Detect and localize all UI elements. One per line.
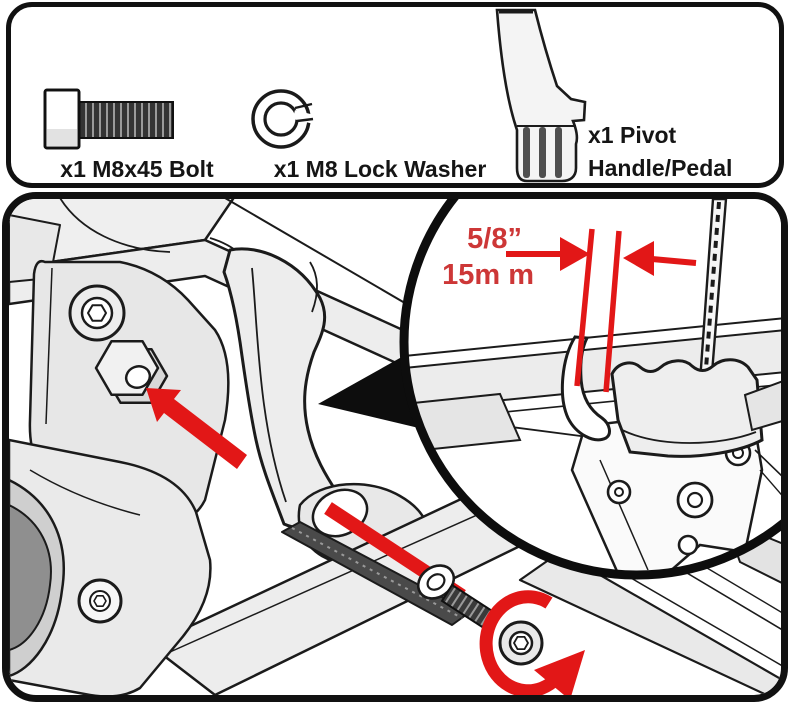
nut-direction-arrow (146, 388, 247, 469)
pivot-handle-installed (610, 358, 764, 458)
parts-list-panel: x1 M8x45 Bolt x1 M8 Lock Washer x1 Pivot… (6, 2, 784, 188)
assembly-diagram-panel: 5/8” 15m m (2, 192, 788, 702)
dimension-arrow-left (623, 241, 654, 276)
callout-circle-border (399, 199, 781, 580)
dimension-metric: 15m m (442, 259, 534, 291)
pivot-handle-icon (495, 8, 587, 183)
assembly-diagram: 5/8” 15m m (9, 199, 781, 695)
pivot-label-line2: Handle/Pedal (588, 155, 732, 181)
bolt-insertion-assembly (324, 502, 585, 695)
callout-circle: 5/8” 15m m (399, 199, 781, 580)
dimension-imperial: 5/8” (467, 223, 522, 255)
lock-washer-icon (251, 89, 317, 149)
pivot-label-line1: x1 Pivot (588, 122, 677, 148)
dimension-arrow-right (560, 237, 590, 271)
bolt-rotation-arrow (479, 590, 585, 695)
parts-list-graphics: x1 M8x45 Bolt x1 M8 Lock Washer x1 Pivot… (43, 8, 732, 183)
washer-label: x1 M8 Lock Washer (274, 156, 487, 182)
gap-dimension-lines (506, 228, 697, 393)
bolt-icon (43, 88, 174, 150)
bolt-label: x1 M8x45 Bolt (60, 156, 214, 182)
